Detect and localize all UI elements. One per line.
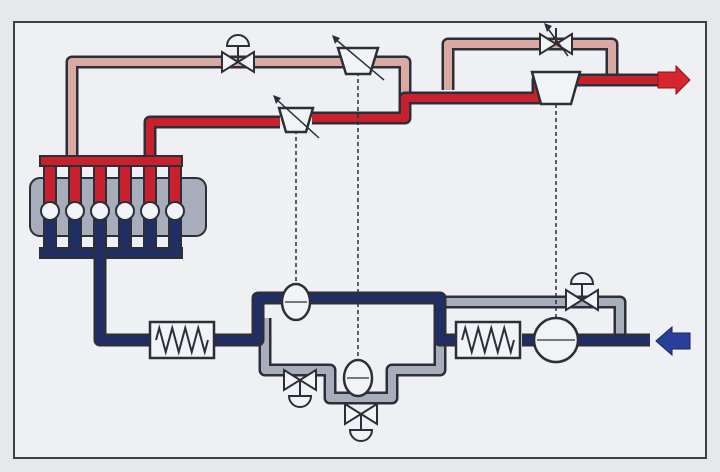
- turbines: [273, 35, 582, 139]
- valve-icon: [565, 272, 599, 312]
- compressors: [280, 282, 580, 398]
- engine-cylinder: [115, 161, 135, 253]
- valve-left: [221, 50, 240, 74]
- valve-actuator: [348, 429, 374, 442]
- intake-manifold: [39, 247, 183, 259]
- compressor-icon: [342, 358, 374, 398]
- turbine-arrow-head: [332, 35, 340, 44]
- valve-left: [565, 288, 584, 312]
- intercooler-icon: [454, 320, 522, 360]
- valve-variable-arrow: [545, 25, 569, 57]
- valve-icon: [283, 368, 317, 408]
- valve-right: [554, 32, 573, 56]
- air-in-arrow-icon: [655, 325, 691, 357]
- cylinder-piston: [115, 201, 135, 221]
- turbine-icon: [530, 70, 582, 106]
- turbine-variable-arrow: [274, 97, 320, 139]
- engine-block-icon: [29, 155, 207, 259]
- engine-cylinder: [65, 161, 85, 253]
- intercooler-coil: [461, 324, 515, 356]
- valves: [221, 23, 599, 442]
- valve-right: [298, 368, 317, 392]
- cylinder-piston: [40, 201, 60, 221]
- exhaust-manifold: [39, 155, 183, 167]
- intercoolers: [148, 320, 522, 360]
- engine-cylinder: [40, 161, 60, 253]
- turbine-body: [530, 70, 582, 106]
- valve-icon: [344, 402, 378, 442]
- compressor-icon: [280, 282, 312, 322]
- engine-cylinder: [90, 161, 110, 253]
- turbine-arrow-head: [273, 95, 281, 104]
- cylinder-piston: [165, 201, 185, 221]
- turbine-icon: [332, 35, 385, 81]
- valve-left: [344, 402, 363, 426]
- compressor-icon: [532, 316, 580, 364]
- cylinder-piston: [65, 201, 85, 221]
- valve-icon: [221, 34, 255, 74]
- valve-actuator: [569, 272, 595, 285]
- cylinder-piston: [140, 201, 160, 221]
- valve-actuator: [225, 34, 251, 47]
- valve-right: [580, 288, 599, 312]
- intercooler-coil: [155, 324, 209, 356]
- cylinder-piston: [90, 201, 110, 221]
- turbo-shafts: [295, 72, 557, 365]
- turbine-body: [277, 106, 315, 134]
- turbine-variable-arrow: [333, 37, 385, 81]
- turbine-icon: [273, 95, 320, 139]
- valve-right: [359, 402, 378, 426]
- exhaust-out-arrow-icon: [657, 64, 691, 96]
- valve-right: [236, 50, 255, 74]
- engine-cylinder: [140, 161, 160, 253]
- intercooler-icon: [148, 320, 216, 360]
- valve-arrow-head: [544, 23, 552, 32]
- cool-intake-bypass-pipe: [258, 295, 627, 405]
- valve-left: [283, 368, 302, 392]
- engine-cylinder: [165, 161, 185, 253]
- valve-icon: [539, 23, 573, 57]
- intercooler-body: [148, 320, 216, 360]
- valve-left: [539, 32, 558, 56]
- valve-actuator: [287, 395, 313, 408]
